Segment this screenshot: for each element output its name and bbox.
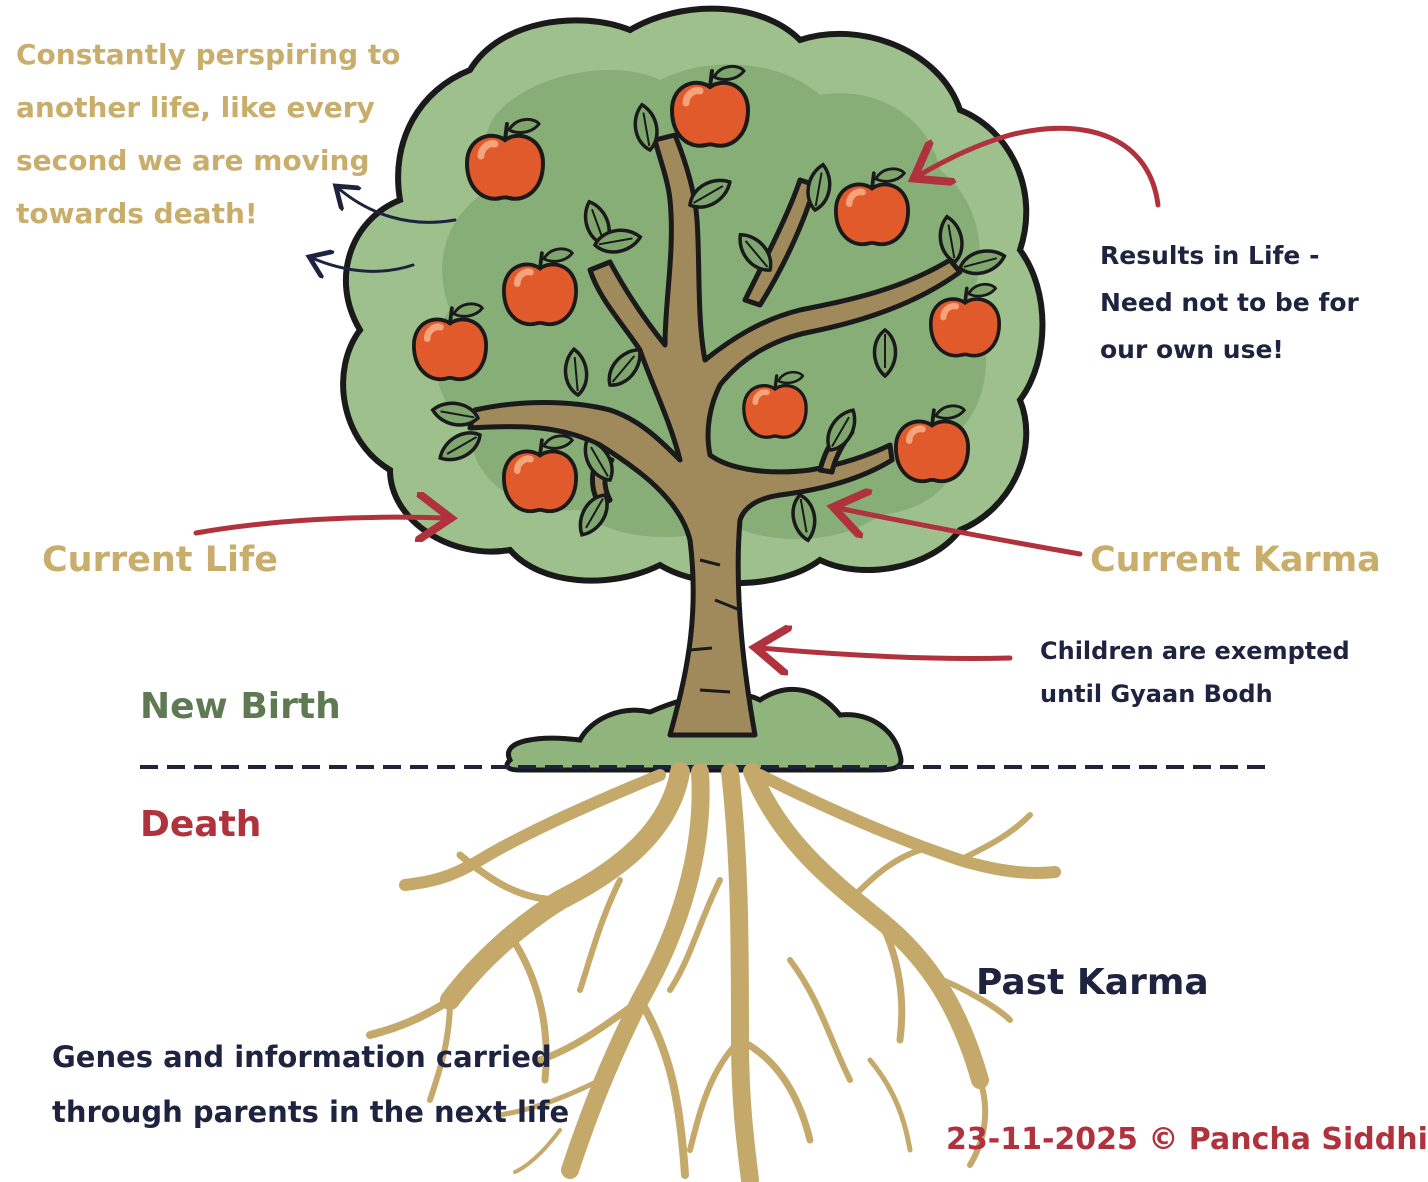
tree-roots — [366, 762, 1061, 1182]
note-results-in-life: Results in Life - Need not to be for our… — [1100, 241, 1359, 364]
note-genes: Genes and information carried through pa… — [52, 1040, 570, 1129]
label-past-karma: Past Karma — [976, 962, 1209, 1003]
leaf-icon — [872, 328, 898, 378]
arrow-icon — [760, 648, 1013, 658]
arrow-icon — [338, 188, 457, 224]
arrow-icon — [918, 125, 1161, 208]
note-perspiring: Constantly perspiring to another life, l… — [16, 38, 401, 230]
label-current-life: Current Life — [42, 540, 278, 580]
copyright-notice: 23-11-2025 © Pancha Siddhi — [946, 1122, 1428, 1157]
label-death: Death — [140, 804, 262, 845]
arrow-icon — [838, 508, 1083, 557]
arrow-icon — [193, 517, 446, 533]
label-current-karma: Current Karma — [1090, 540, 1381, 580]
arrow-icon — [312, 258, 415, 271]
note-children-exempted: Children are exempted until Gyaan Bodh — [1040, 637, 1350, 708]
arrows — [193, 125, 1161, 658]
label-new-birth: New Birth — [140, 686, 341, 727]
